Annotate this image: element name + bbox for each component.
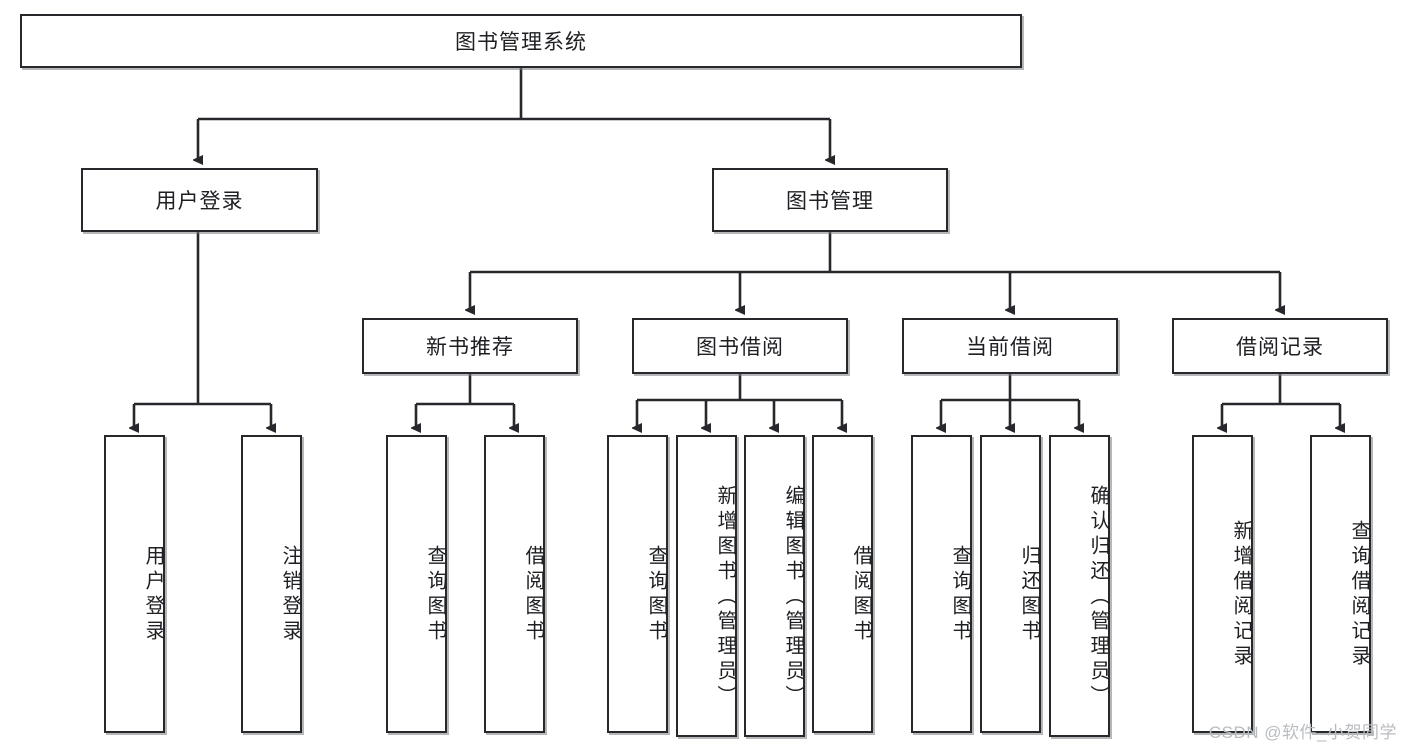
leaf-borrow-record-0[interactable]: 新增借阅记录 — [1192, 435, 1253, 733]
node-current-borrow[interactable]: 当前借阅 — [902, 318, 1118, 374]
node-new-book-recommend[interactable]: 新书推荐 — [362, 318, 578, 374]
node-label: 查询图书 — [645, 545, 667, 645]
node-root-book-management-system[interactable]: 图书管理系统 — [20, 14, 1022, 68]
leaf-borrow-record-1[interactable]: 查询借阅记录 — [1310, 435, 1371, 733]
leaf-new-book-recommend-0[interactable]: 查询图书 — [386, 435, 447, 733]
node-label: 归还图书 — [1018, 545, 1040, 645]
leaf-current-borrow-1[interactable]: 归还图书 — [980, 435, 1041, 733]
node-label: 用户登录 — [142, 545, 164, 645]
node-user-login[interactable]: 用户登录 — [81, 168, 318, 232]
leaf-book-borrow-2[interactable]: 编辑图书（管理员） — [744, 435, 805, 737]
node-book-management[interactable]: 图书管理 — [712, 168, 948, 232]
leaf-user-login-1[interactable]: 注销登录 — [241, 435, 302, 733]
node-label: 借阅记录 — [1236, 336, 1324, 359]
node-label: 新书推荐 — [426, 336, 514, 359]
leaf-current-borrow-0[interactable]: 查询图书 — [911, 435, 972, 733]
node-label: 图书借阅 — [696, 336, 784, 359]
node-label: 图书管理系统 — [455, 31, 587, 54]
node-label: 新增图书（管理员） — [714, 484, 736, 710]
leaf-current-borrow-2[interactable]: 确认归还（管理员） — [1049, 435, 1110, 737]
node-label: 当前借阅 — [966, 336, 1054, 359]
node-label: 借阅图书 — [850, 545, 872, 645]
node-label: 查询图书 — [949, 545, 971, 645]
csdn-watermark: CSDN @软件_小贺同学 — [1208, 723, 1397, 742]
leaf-user-login-0[interactable]: 用户登录 — [104, 435, 165, 733]
node-label: 用户登录 — [155, 190, 244, 213]
node-label: 借阅图书 — [522, 545, 544, 645]
leaf-book-borrow-0[interactable]: 查询图书 — [607, 435, 668, 733]
node-borrow-record[interactable]: 借阅记录 — [1172, 318, 1388, 374]
node-label: 图书管理 — [786, 190, 874, 213]
node-label: 编辑图书（管理员） — [782, 484, 804, 710]
leaf-book-borrow-1[interactable]: 新增图书（管理员） — [676, 435, 737, 737]
leaf-book-borrow-3[interactable]: 借阅图书 — [812, 435, 873, 733]
node-book-borrow[interactable]: 图书借阅 — [632, 318, 848, 374]
node-label: 查询借阅记录 — [1348, 520, 1370, 670]
node-label: 查询图书 — [424, 545, 446, 645]
node-label: 注销登录 — [279, 545, 301, 645]
leaf-new-book-recommend-1[interactable]: 借阅图书 — [484, 435, 545, 733]
node-label: 新增借阅记录 — [1230, 520, 1252, 670]
node-label: 确认归还（管理员） — [1087, 484, 1109, 710]
